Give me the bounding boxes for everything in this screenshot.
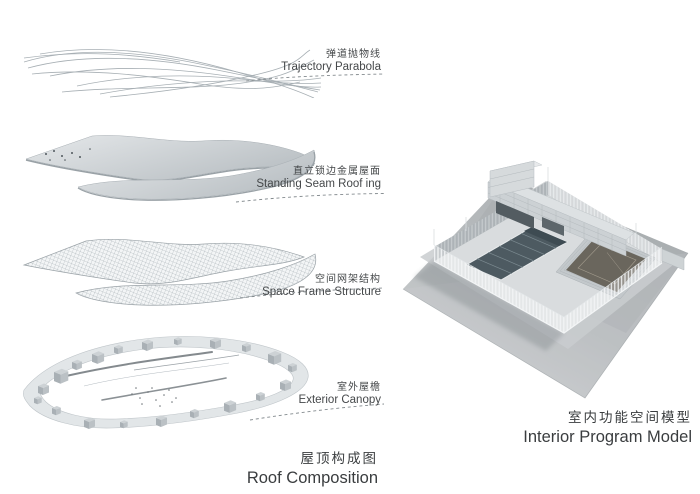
space-frame-figure <box>22 238 317 306</box>
masts <box>433 167 637 245</box>
mesh-plate-lower <box>75 253 317 306</box>
label-standing-seam-roofing-en: Standing Seam Roof ing <box>256 178 381 191</box>
exterior-canopy-figure <box>23 336 309 429</box>
roof-plate-lower <box>77 149 316 200</box>
roof-scaffold <box>487 160 635 257</box>
standing-seam-roof-figure <box>25 135 316 201</box>
label-trajectory-parabola-zh: 弹道抛物线 <box>326 49 381 60</box>
caption-roof-composition: 屋顶构成图 Roof Composition <box>247 447 378 488</box>
label-trajectory-parabola-en: Trajectory Parabola <box>281 61 381 74</box>
label-exterior-canopy-zh: 室外屋檐 <box>337 382 381 393</box>
caption-roof-composition-en: Roof Composition <box>246 469 378 487</box>
caption-roof-composition-zh: 屋顶构成图 <box>300 451 378 466</box>
caption-interior-program-model-zh: 室内功能空间模型 <box>568 410 692 425</box>
label-standing-seam-roofing: 直立锁边金属屋面 Standing Seam Roof ing <box>256 166 381 191</box>
interior-program-model-figure <box>402 160 689 399</box>
canopy-dots <box>131 387 177 407</box>
label-space-frame-structure-en: Space Frame Structure <box>262 286 381 299</box>
caption-interior-program-model-en: Interior Program Model <box>523 428 692 446</box>
roof-vent-dots <box>45 148 91 161</box>
roof-plate-upper <box>25 135 316 181</box>
fin-walls <box>433 244 663 334</box>
label-standing-seam-roofing-zh: 直立锁边金属屋面 <box>293 166 381 177</box>
label-exterior-canopy: 室外屋檐 Exterior Canopy <box>299 382 381 407</box>
label-space-frame-structure-zh: 空间网架结构 <box>315 274 381 285</box>
label-space-frame-structure: 空间网架结构 Space Frame Structure <box>262 274 381 299</box>
caption-interior-program-model: 室内功能空间模型 Interior Program Model <box>523 406 692 447</box>
trajectory-parabola-figure <box>23 49 322 98</box>
label-exterior-canopy-en: Exterior Canopy <box>298 394 381 407</box>
label-trajectory-parabola: 弹道抛物线 Trajectory Parabola <box>281 49 381 74</box>
pool <box>464 226 569 281</box>
mesh-plate-upper <box>22 238 305 285</box>
annex <box>661 248 685 271</box>
